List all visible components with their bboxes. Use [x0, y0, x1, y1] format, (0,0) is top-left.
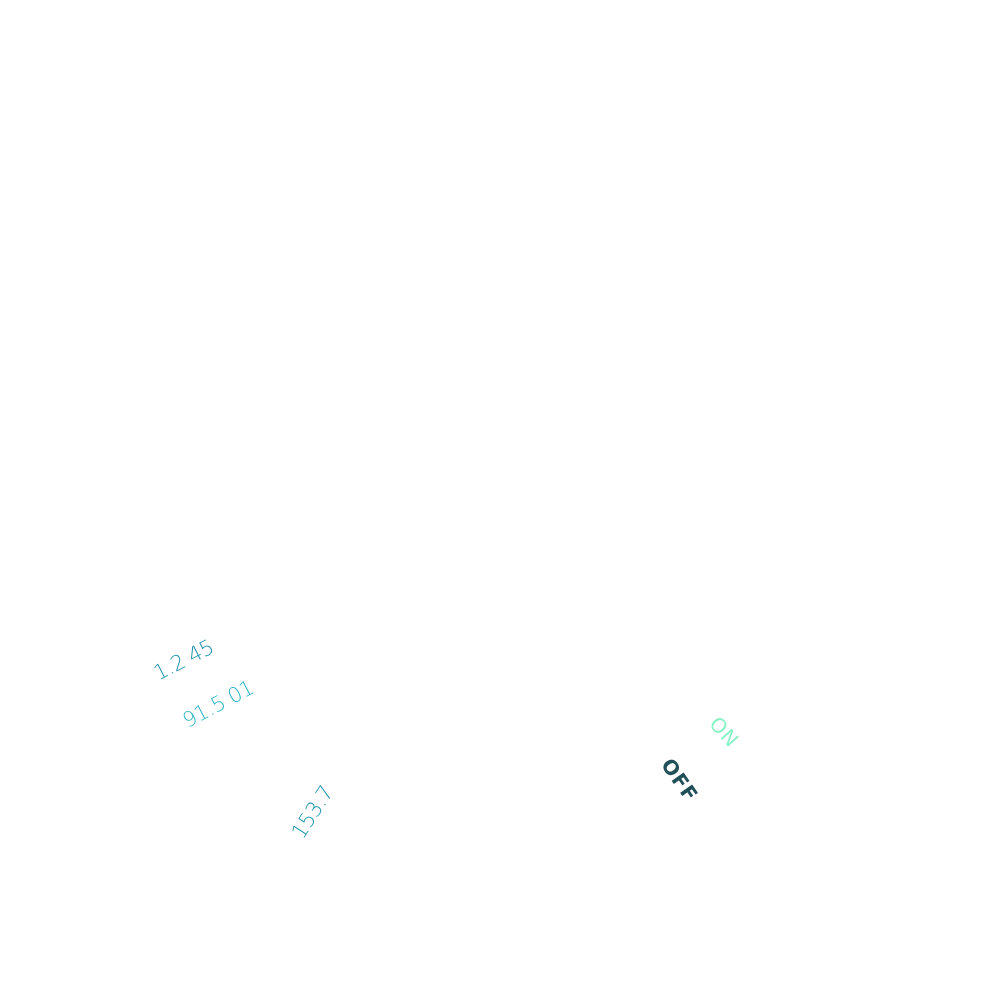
secondary-reading: 91.5 01 — [178, 675, 258, 733]
toggle-on-label[interactable]: ON — [704, 711, 745, 753]
dial-value: 153.7 — [286, 781, 339, 843]
primary-reading: 1.2 45 — [149, 634, 218, 686]
toggle-off-label[interactable]: OFF — [656, 753, 704, 807]
